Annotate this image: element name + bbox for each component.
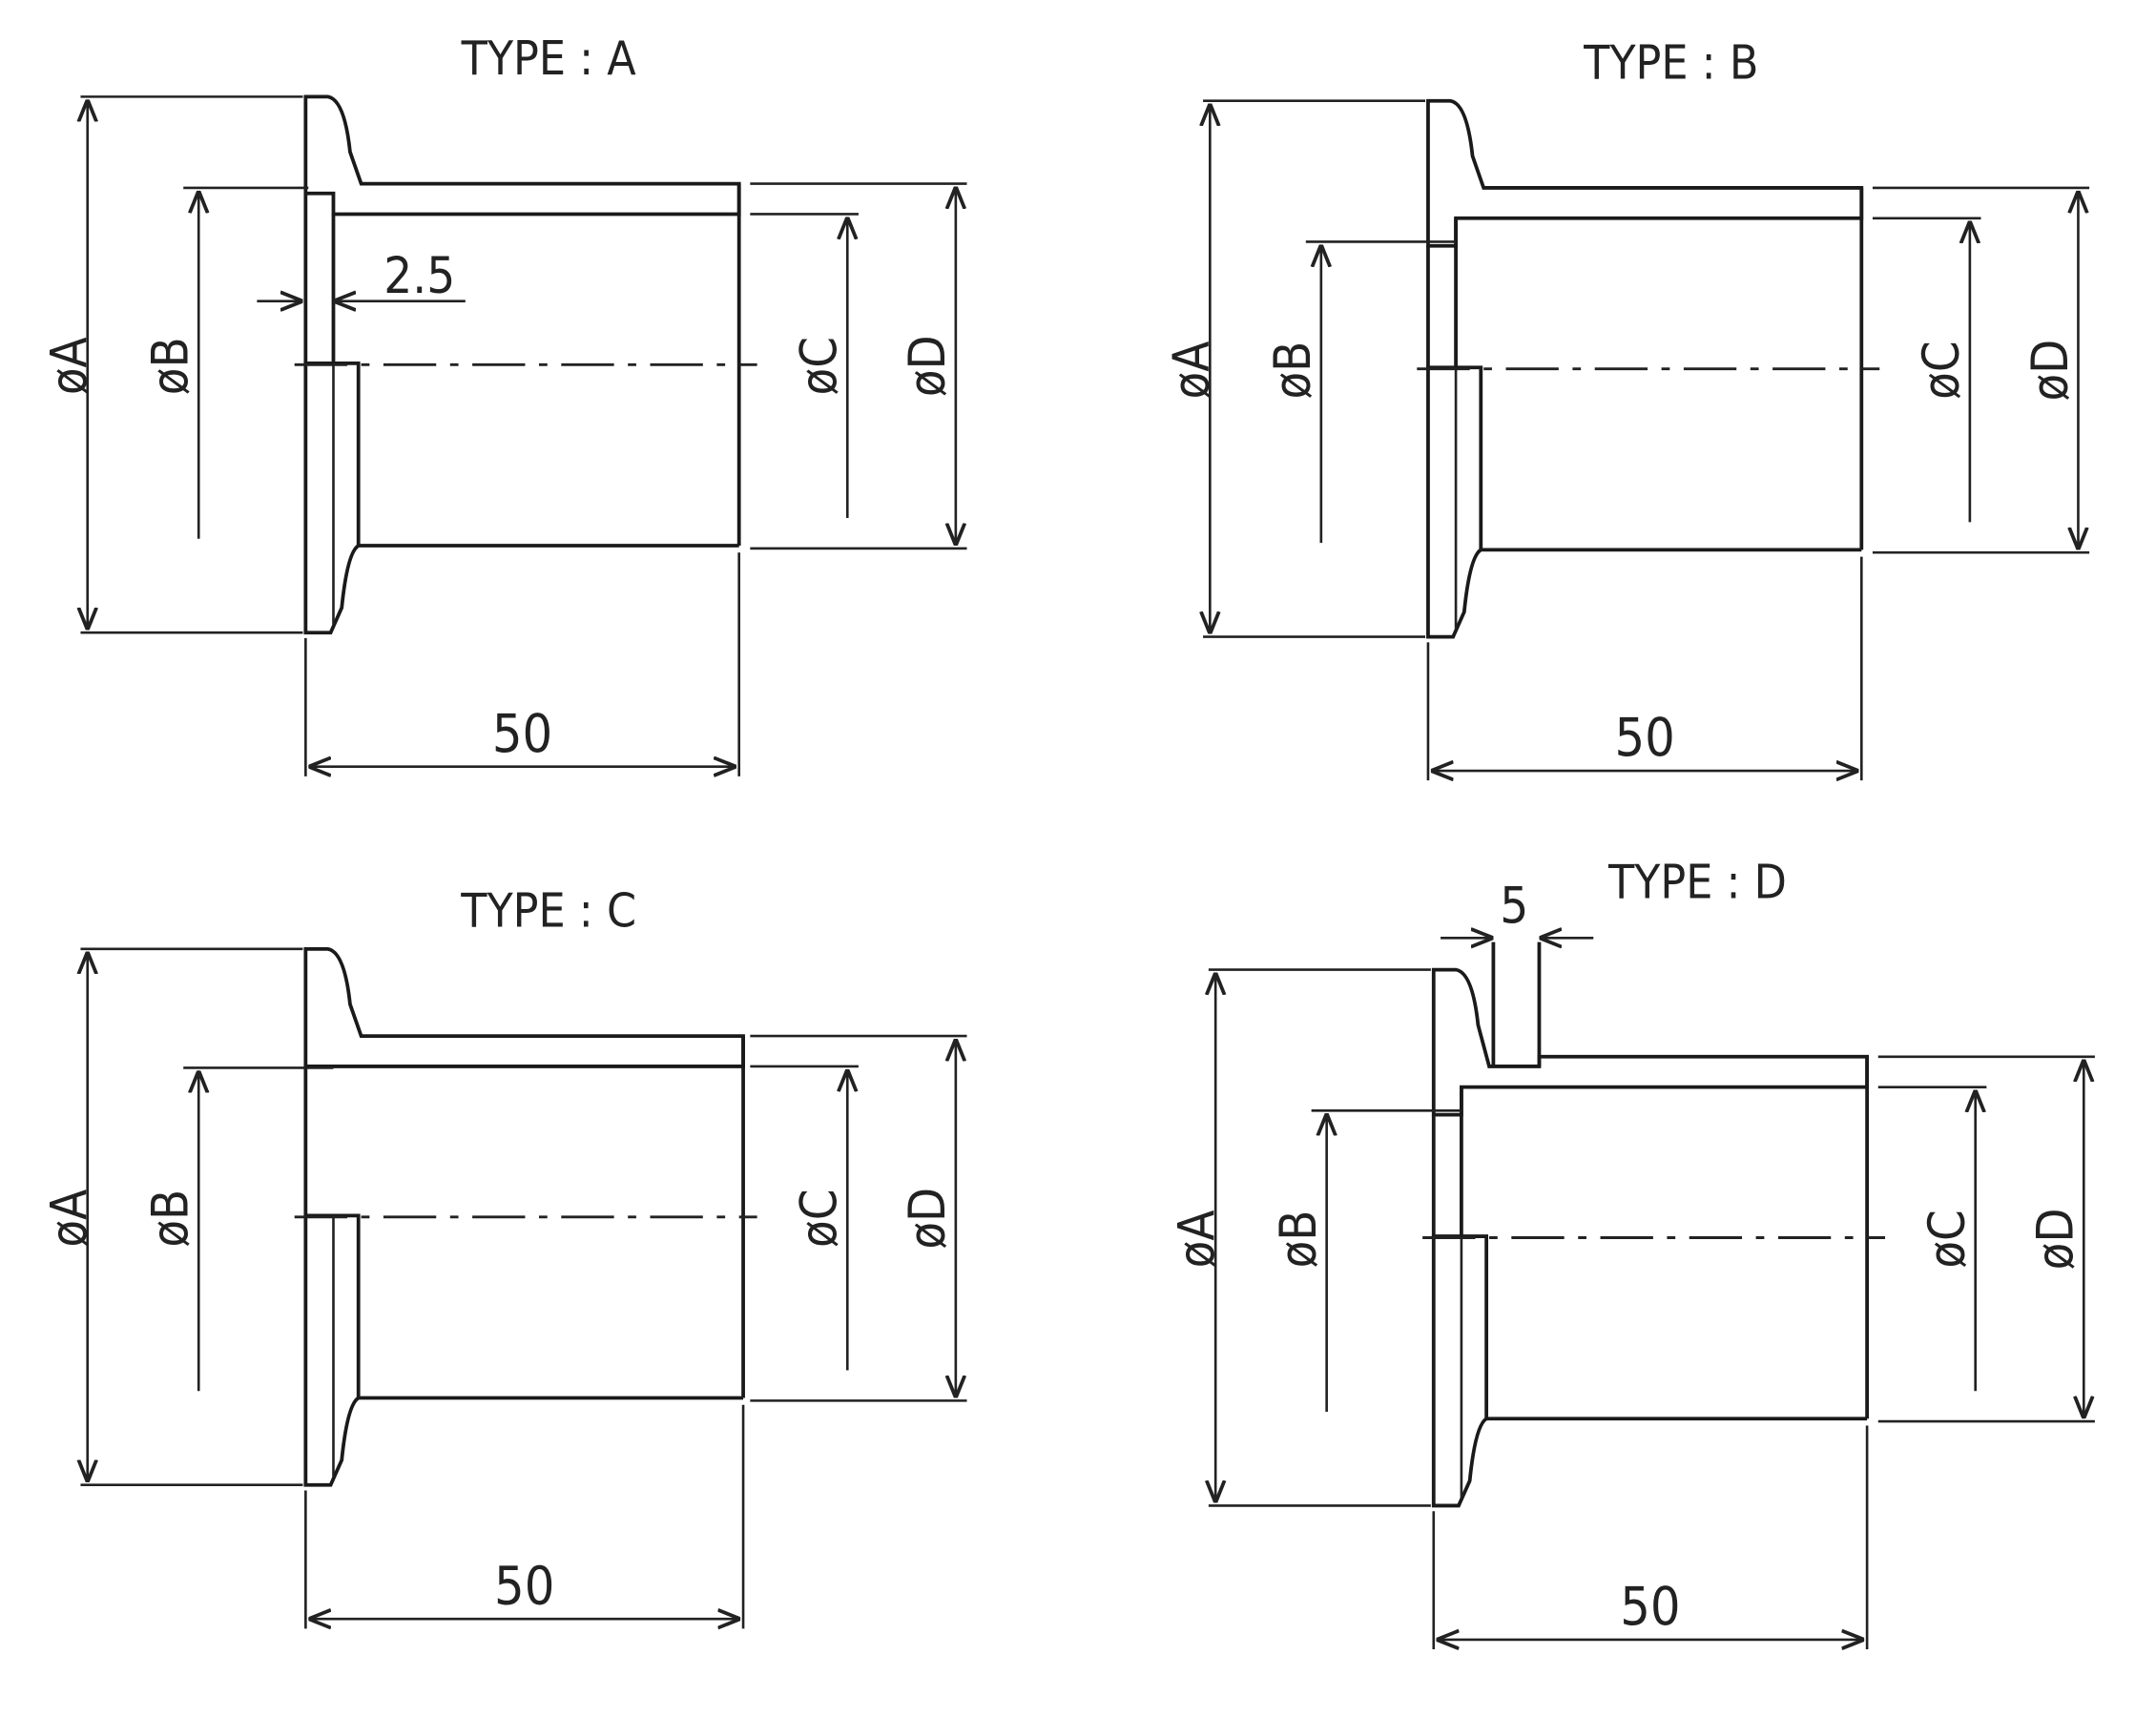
dia-a-label: øA xyxy=(40,337,98,395)
dia-c-label: øC xyxy=(790,337,848,395)
drawing-title: TYPE : D xyxy=(1607,854,1787,909)
dia-c-label: øC xyxy=(1918,1210,1977,1268)
dia-b-label: øB xyxy=(1270,1210,1328,1269)
hatched-wall-section xyxy=(1431,967,1870,1117)
dia-d-label: øD xyxy=(2021,340,2080,402)
flange-lower-profile xyxy=(1426,365,1483,639)
dia-b-label: øB xyxy=(1264,341,1322,400)
hatched-wall-section xyxy=(1426,98,1864,248)
dia-d-label: øD xyxy=(2026,1209,2084,1271)
length-label: 50 xyxy=(1614,708,1674,769)
dia-d-label: øD xyxy=(899,335,957,397)
length-label: 50 xyxy=(1620,1577,1680,1638)
dia-a-label: øA xyxy=(40,1189,98,1248)
drawing-type-a: øA øB øC øD 50 2.5 TYPE : A xyxy=(40,31,967,776)
groove-width-label: 5 xyxy=(1500,877,1528,935)
hatched-wall-section xyxy=(303,94,741,217)
drawing-title: TYPE : C xyxy=(460,883,636,939)
dia-a-label: øA xyxy=(1169,1210,1227,1269)
dia-c-label: øC xyxy=(790,1189,848,1248)
flange-lower-profile xyxy=(303,1213,361,1487)
drawing-title: TYPE : A xyxy=(461,31,637,86)
dia-b-label: øB xyxy=(141,1189,199,1248)
dia-d-label: øD xyxy=(899,1188,957,1250)
flange-lower-profile xyxy=(303,361,361,635)
dia-b-label: øB xyxy=(141,337,199,395)
hatched-wall-section xyxy=(303,946,745,1068)
drawing-type-d: 5 øA øB øC øD 50 TYPE : D xyxy=(1169,854,2095,1649)
drawing-type-b: øA øB øC øD 50 TYPE : B xyxy=(1163,35,2090,781)
length-label: 50 xyxy=(494,1556,554,1617)
dia-c-label: øC xyxy=(1913,341,1971,399)
drawing-title: TYPE : B xyxy=(1583,35,1758,91)
flange-lower-profile xyxy=(1431,1234,1489,1508)
length-label: 50 xyxy=(492,704,552,765)
wall-thickness-label: 2.5 xyxy=(384,247,455,305)
dia-a-label: øA xyxy=(1163,341,1221,400)
drawing-type-c: øA øB øC øD 50 TYPE : C xyxy=(40,883,967,1629)
